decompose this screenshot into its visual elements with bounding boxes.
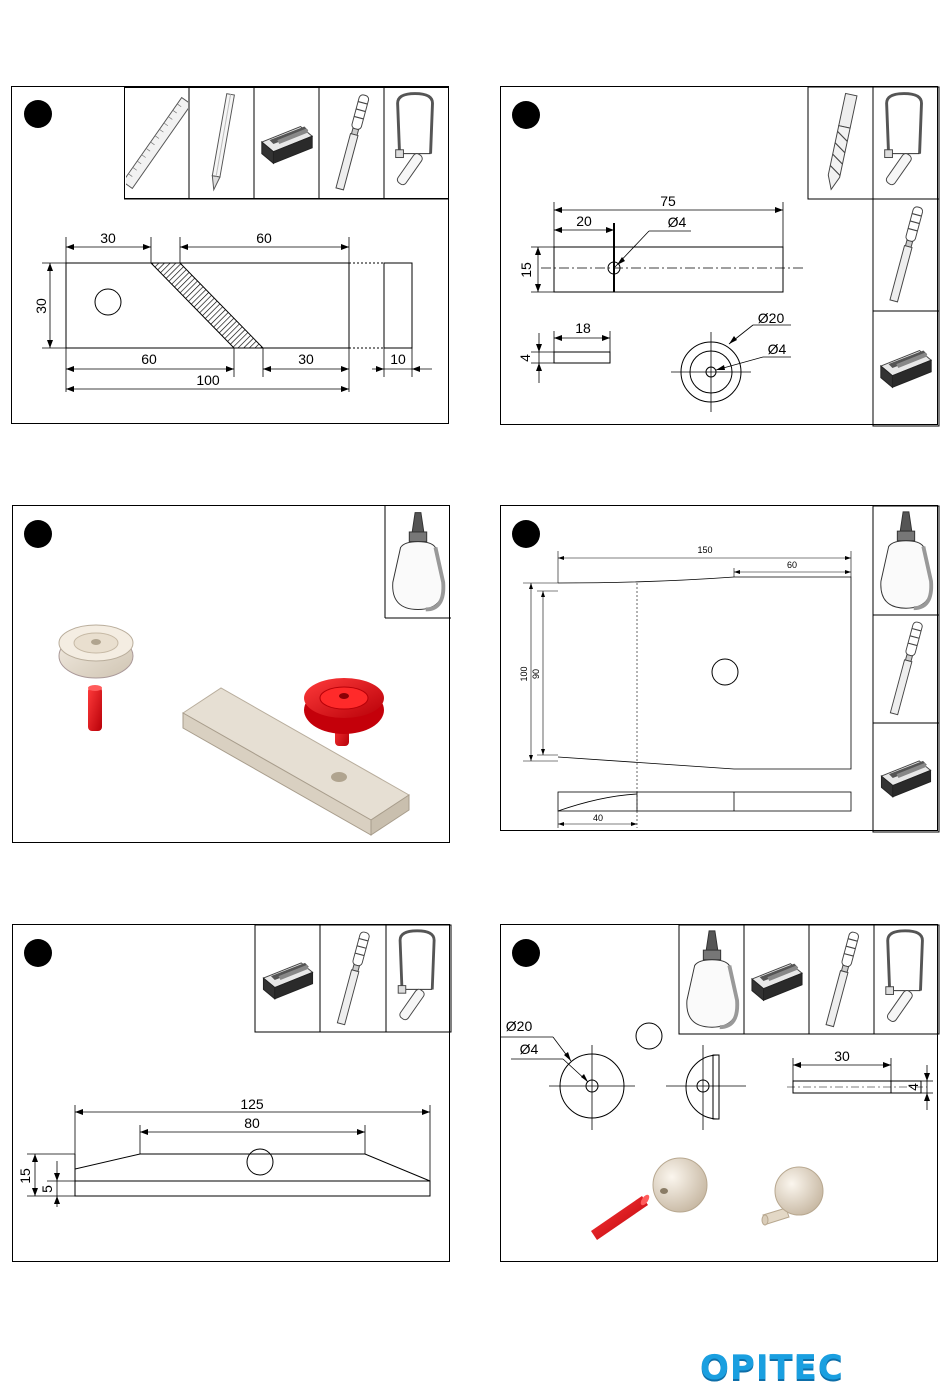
fretsaw-icon	[886, 931, 923, 1023]
file-icon	[335, 94, 369, 190]
dim-label: 30	[834, 1048, 850, 1064]
dim-label: 100	[519, 666, 529, 681]
file-icon	[336, 931, 370, 1025]
step-2-drawing: 75 20 Ø4 15 18 4 Ø20 Ø4	[501, 87, 939, 426]
dim-label: 30	[100, 230, 116, 246]
dim-label: Ø20	[506, 1018, 533, 1034]
step-5-drawing: 125 80 15 5	[13, 925, 451, 1263]
dim-label: 40	[593, 813, 603, 823]
dim-label: 30	[33, 298, 49, 314]
dim-label: Ø4	[520, 1041, 539, 1057]
glue-bottle-icon	[881, 512, 931, 608]
dim-label: 75	[660, 193, 676, 209]
dim-label: 20	[576, 213, 592, 229]
dim-label: Ø20	[758, 310, 785, 326]
step-3-panel	[12, 505, 450, 843]
file-icon	[889, 206, 923, 302]
step-6-drawing: Ø20 Ø4 30 4	[501, 925, 939, 1263]
red-rod	[88, 685, 102, 731]
dim-label: 15	[17, 1168, 33, 1184]
step-1-drawing: 30 60 30 60 30 100 10	[12, 87, 450, 425]
sanding-block-icon	[881, 351, 931, 388]
dim-label: 60	[256, 230, 272, 246]
dim-label: 90	[531, 669, 541, 679]
dim-label: 30	[298, 351, 314, 367]
fretsaw-icon	[885, 94, 922, 187]
fretsaw-icon	[398, 931, 434, 1021]
dim-label: 100	[196, 372, 220, 388]
dim-label: 18	[575, 320, 591, 336]
step-6-panel: Ø20 Ø4 30 4	[500, 924, 938, 1262]
step-2-panel: 75 20 Ø4 15 18 4 Ø20 Ø4	[500, 86, 938, 425]
file-icon	[825, 931, 859, 1027]
opitec-logo: OPITEC	[700, 1350, 912, 1386]
wooden-ball	[653, 1158, 707, 1212]
dim-label: 4	[517, 354, 533, 362]
dim-label: 80	[244, 1115, 260, 1131]
step-1-panel: 30 60 30 60 30 100 10	[11, 86, 449, 424]
fretsaw-icon	[396, 94, 433, 187]
dim-label: Ø4	[668, 214, 687, 230]
dim-label: 5	[39, 1185, 55, 1193]
dim-label: 60	[141, 351, 157, 367]
sanding-block-icon	[752, 964, 802, 1001]
wooden-disc	[59, 625, 133, 678]
dim-label: 15	[518, 262, 534, 278]
sanding-block-icon	[262, 127, 312, 164]
dim-label: 4	[905, 1083, 921, 1091]
step-4-panel: 150 60 100 90 40	[500, 505, 938, 831]
sanding-block-icon	[263, 963, 312, 999]
ruler-icon	[123, 98, 191, 189]
dim-label: 150	[697, 545, 712, 555]
assembled-ball	[762, 1167, 823, 1225]
drill-bit-icon	[825, 93, 857, 190]
step-3-illustration	[13, 506, 451, 844]
red-knob	[304, 678, 384, 746]
glue-bottle-icon	[393, 513, 444, 610]
step-4-drawing: 150 60 100 90 40	[501, 506, 939, 832]
dim-label: 60	[787, 560, 797, 570]
dim-label: Ø4	[768, 341, 787, 357]
file-icon	[889, 621, 923, 715]
glue-bottle-icon	[687, 931, 737, 1027]
step-5-panel: 125 80 15 5	[12, 924, 450, 1262]
dim-label: 125	[240, 1096, 264, 1112]
sanding-block-icon	[881, 761, 930, 797]
red-rod	[591, 1193, 651, 1240]
pencil-icon	[210, 94, 234, 191]
dim-label: 10	[390, 351, 406, 367]
